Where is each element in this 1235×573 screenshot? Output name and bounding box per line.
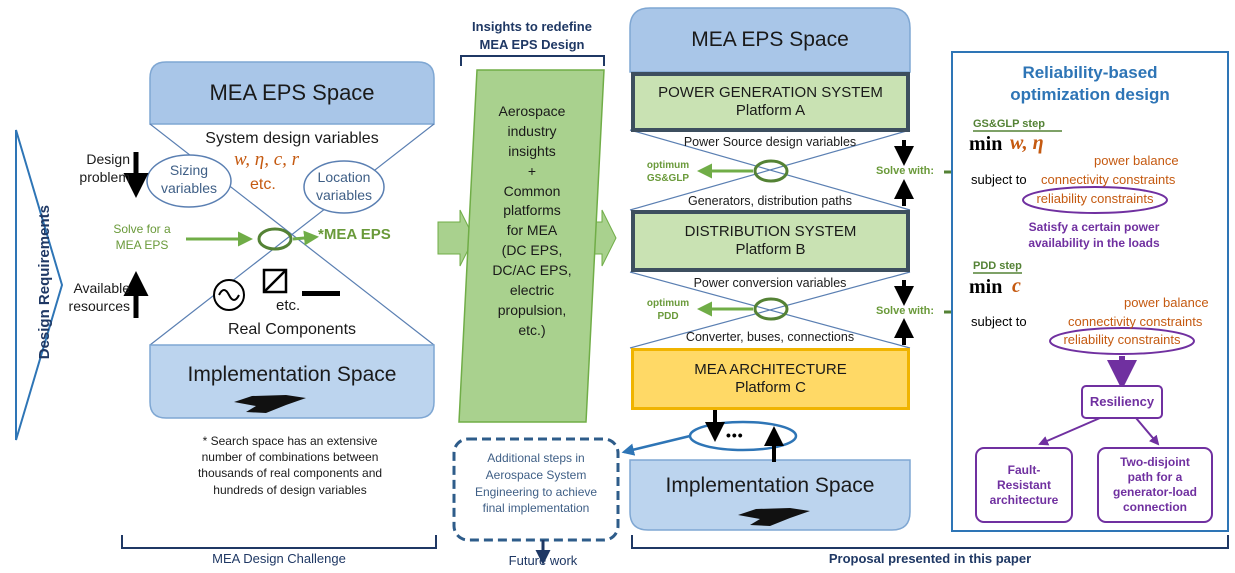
resiliency-label: Resiliency (1089, 393, 1155, 409)
connectivity-1: connectivity constraints (1041, 172, 1176, 187)
optimum-b-ellipse (753, 297, 789, 321)
future-work-label: Future work (508, 553, 578, 568)
reliability-1: reliability constraints (1036, 191, 1154, 206)
additional-steps-arrow (621, 434, 691, 456)
component-etc: etc. (276, 297, 301, 314)
converter-buses-label: Converter, buses, connections (685, 330, 855, 344)
reliability-2: reliability constraints (1063, 332, 1181, 347)
platform-c-title: MEA ARCHITECTURE (694, 361, 847, 378)
left-implementation-space-shape (149, 344, 435, 419)
disjoint-arrow (1135, 417, 1160, 446)
design-requirements-arrow (15, 129, 64, 441)
insights-parallelogram-text: Aerospace industry insights + Common pla… (492, 103, 572, 338)
step2-var: c (1012, 275, 1021, 297)
platform-a-subtitle: Platform A (735, 102, 806, 119)
proposal-label: Proposal presented in this paper (828, 551, 1032, 566)
platform-c-box: MEA ARCHITECTURE Platform C (631, 348, 910, 410)
left-implementation-space-title: Implementation Space (187, 363, 397, 386)
reliability-1-ellipse (1022, 186, 1168, 214)
platform-b-subtitle: Platform B (735, 241, 806, 258)
additional-steps-box (452, 437, 620, 542)
power-conversion-vars-label: Power conversion variables (693, 276, 847, 290)
insights-bracket (460, 55, 605, 66)
platform-a-title: POWER GENERATION SYSTEM (658, 84, 883, 101)
mea-eps-arrow (292, 230, 319, 246)
reliability-2-ellipse (1049, 327, 1195, 355)
design-requirements-label: Design Requirements (35, 205, 53, 360)
power-balance-2: power balance (1124, 295, 1209, 310)
step2-label: PDD step (973, 260, 1022, 272)
connectivity-2: connectivity constraints (1068, 314, 1203, 329)
step1-label: GS&GLP step (973, 118, 1045, 130)
aircraft-icon-left (234, 395, 306, 413)
proposal-cross-b-2 (629, 271, 911, 349)
variable-etc: etc. (250, 176, 276, 193)
real-components-label: Real Components (227, 321, 357, 338)
left-cross-line-2 (149, 123, 435, 346)
busbar-icon (302, 291, 340, 296)
power-source-vars-label: Power Source design variables (683, 135, 857, 149)
proposal-cross-a-2 (629, 129, 911, 211)
mea-design-challenge-label: MEA Design Challenge (212, 551, 346, 566)
proposal-mea-eps-space-title: MEA EPS Space (691, 28, 849, 51)
step2-min: min (969, 276, 1003, 298)
system-design-variables-label: System design variables (205, 130, 379, 147)
platform-b-title: DISTRIBUTION SYSTEM (684, 223, 857, 240)
solve-with-2-label: Solve with: (876, 305, 935, 317)
two-disjoint-box (1097, 447, 1213, 523)
location-variables-ellipse (303, 160, 385, 214)
left-bracket (121, 535, 437, 549)
subject-to-1: subject to (971, 172, 1027, 187)
proposal-implementation-space-title: Implementation Space (665, 474, 875, 497)
proposal-mea-eps-space-shape (629, 7, 911, 73)
platform-a-box: POWER GENERATION SYSTEM Platform A (631, 72, 910, 132)
step1-vars: w, η (1010, 132, 1044, 154)
fault-arrow (1038, 417, 1101, 446)
insights-parallelogram (458, 69, 605, 423)
platform-c-subtitle: Platform C (735, 379, 806, 396)
left-mea-eps-space-title: MEA EPS Space (209, 80, 375, 105)
proposal-bracket (631, 535, 1229, 549)
left-solution-ellipse (257, 227, 293, 251)
step1-min: min (969, 133, 1003, 155)
power-balance-1: power balance (1094, 153, 1179, 168)
link-dots: ••• (726, 427, 744, 443)
generators-paths-label: Generators, distribution paths (688, 194, 852, 208)
variable-symbols: w, η, c, r (234, 149, 300, 170)
optimum-a-ellipse (753, 159, 789, 183)
fault-resistant-box (975, 447, 1073, 523)
resiliency-box (1081, 385, 1163, 419)
platform-b-box: DISTRIBUTION SYSTEM Platform B (631, 210, 910, 272)
aircraft-icon-right (738, 508, 810, 526)
proposal-implementation-space-shape (629, 459, 911, 531)
subject-to-2: subject to (971, 314, 1027, 329)
mea-eps-marker: *MEA EPS (318, 226, 391, 243)
solve-with-1-label: Solve with: (876, 165, 935, 177)
left-mea-eps-space-shape (149, 61, 435, 125)
